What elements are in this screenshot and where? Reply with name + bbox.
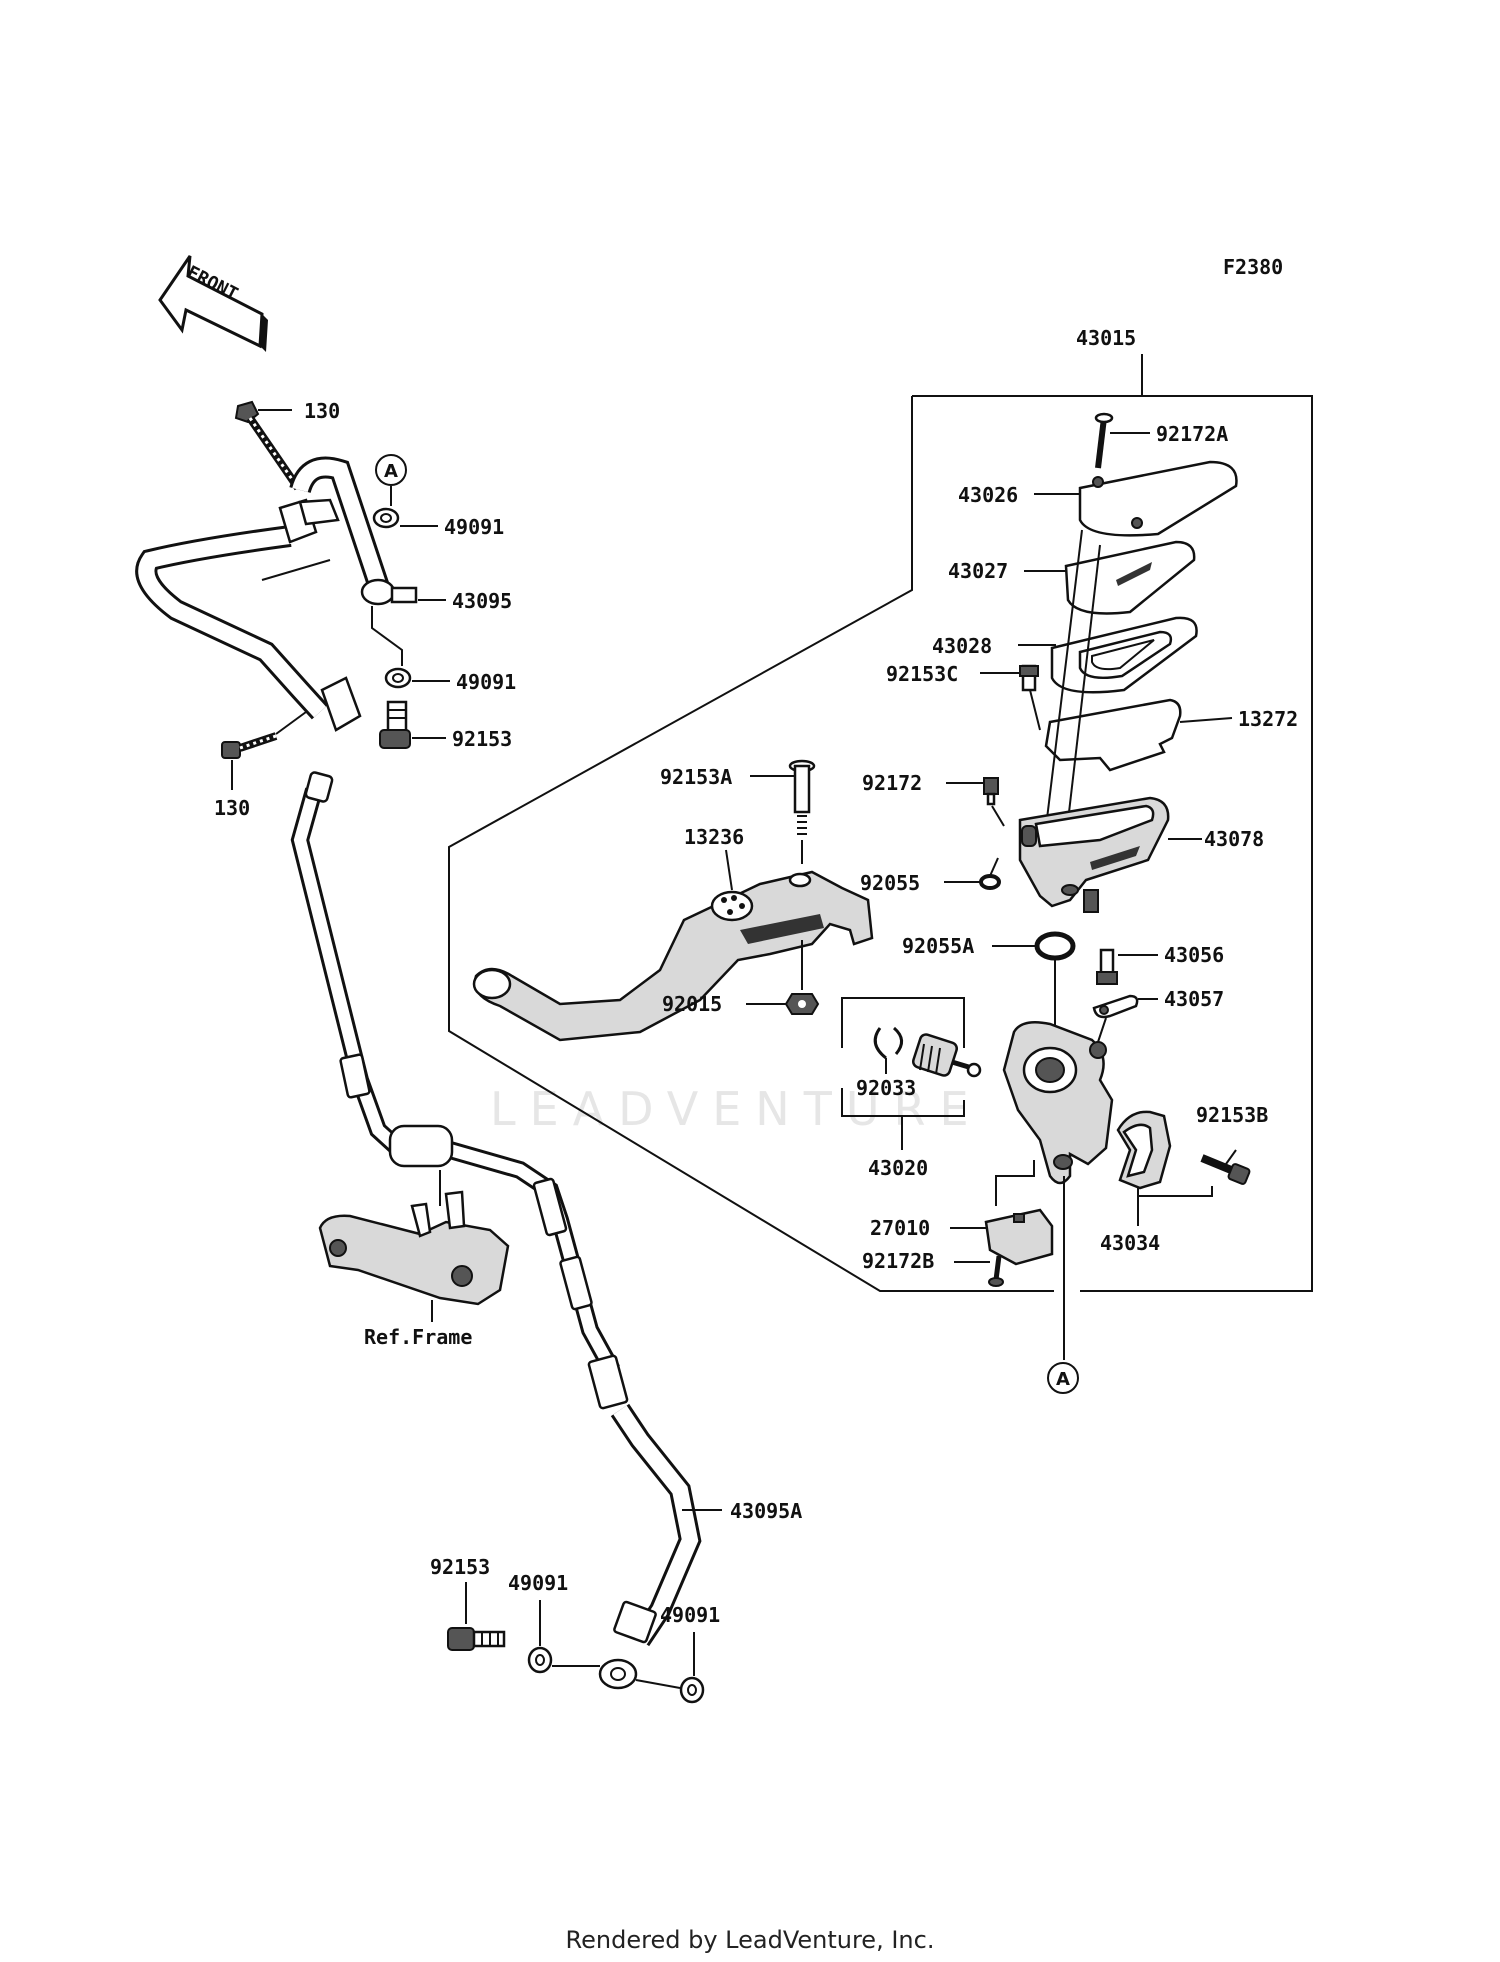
banjo-bolt-92153-bottom [447, 1582, 506, 1651]
label-43057: 43057 [1164, 987, 1224, 1011]
connector-a-bottom: A [1047, 1362, 1079, 1394]
master-cylinder-body [1002, 1021, 1114, 1360]
frame-bracket-ref [318, 1170, 510, 1322]
label-49091-top: 49091 [444, 515, 504, 539]
label-92015: 92015 [662, 992, 722, 1016]
bolt-130-bottom [221, 711, 307, 790]
label-43020: 43020 [868, 1156, 928, 1180]
reservoir-plate-43027 [1024, 540, 1196, 615]
label-49091-left: 49091 [508, 1571, 568, 1595]
bolt-92153B [1200, 1149, 1251, 1185]
o-ring-92055 [944, 857, 1001, 890]
screw-92172 [946, 777, 1005, 827]
banjo-fitting-43095 [360, 578, 446, 666]
connector-a-top: A [375, 454, 407, 506]
label-13236: 13236 [684, 825, 744, 849]
label-27010: 27010 [870, 1216, 930, 1240]
connector-marker-a: A [1056, 1369, 1070, 1390]
front-arrow-icon: FRONT [158, 255, 268, 352]
bolt-92153C [980, 664, 1041, 731]
label-92153C: 92153C [886, 662, 958, 686]
label-92153A: 92153A [660, 765, 732, 789]
label-49091-mid: 49091 [456, 670, 516, 694]
label-92153-bottom: 92153 [430, 1555, 490, 1579]
label-130-bottom: 130 [214, 796, 250, 820]
ref-frame-label: Ref.Frame [364, 1325, 472, 1349]
bleeder-cap-43057 [1092, 994, 1158, 1043]
label-92033: 92033 [856, 1076, 916, 1100]
watermark: LEADVENTURE [490, 1082, 983, 1136]
label-43078: 43078 [1204, 827, 1264, 851]
clamp-43034 [1116, 1110, 1213, 1226]
diagram-code: F2380 [1223, 255, 1283, 279]
screw-92172B [954, 1255, 1004, 1287]
guide-line [1041, 529, 1083, 861]
label-43027: 43027 [948, 559, 1008, 583]
label-49091-right: 49091 [660, 1603, 720, 1627]
label-92153-top: 92153 [452, 727, 512, 751]
label-43034: 43034 [1100, 1231, 1160, 1255]
pivot-bolt-92153A [750, 759, 816, 864]
reservoir-cap-43026 [1034, 460, 1238, 537]
gasket-13272 [1044, 698, 1233, 772]
screw-92172A [1094, 412, 1150, 469]
clutch-hose-upper [135, 456, 391, 732]
connector-marker-a-top: A [384, 461, 398, 482]
banjo-bolt-92153-top [379, 700, 446, 749]
label-43026: 43026 [958, 483, 1018, 507]
label-92172B: 92172B [862, 1249, 934, 1273]
nut-92015 [746, 940, 820, 1015]
label-130-top: 130 [304, 399, 340, 423]
brake-switch-27010 [950, 1160, 1054, 1266]
washer-49091-left [527, 1600, 600, 1674]
label-43095: 43095 [452, 589, 512, 613]
label-43028: 43028 [932, 634, 992, 658]
label-13272: 13272 [1238, 707, 1298, 731]
label-43056: 43056 [1164, 943, 1224, 967]
piston-assembly-43020 [841, 997, 982, 1150]
footer-credit: Rendered by LeadVenture, Inc. [566, 1926, 935, 1954]
label-92055: 92055 [860, 871, 920, 895]
clutch-hose-lower [290, 771, 722, 1690]
bolt-130-top [234, 400, 302, 491]
diaphragm-43028 [1018, 616, 1198, 694]
washer-49091-top [372, 507, 438, 529]
label-43015: 43015 [1076, 326, 1136, 350]
bleeder-valve-43056 [1096, 948, 1158, 985]
reservoir-body-43078 [1018, 796, 1202, 913]
label-92172: 92172 [862, 771, 922, 795]
label-92055A: 92055A [902, 934, 974, 958]
label-92172A: 92172A [1156, 422, 1228, 446]
clutch-lever-13236 [472, 849, 874, 1042]
washer-49091-mid [384, 667, 450, 689]
assembly-outline-43015 [448, 354, 1313, 1292]
label-43095A: 43095A [730, 1499, 802, 1523]
washer-49091-right [635, 1632, 705, 1704]
label-92153B: 92153B [1196, 1103, 1268, 1127]
